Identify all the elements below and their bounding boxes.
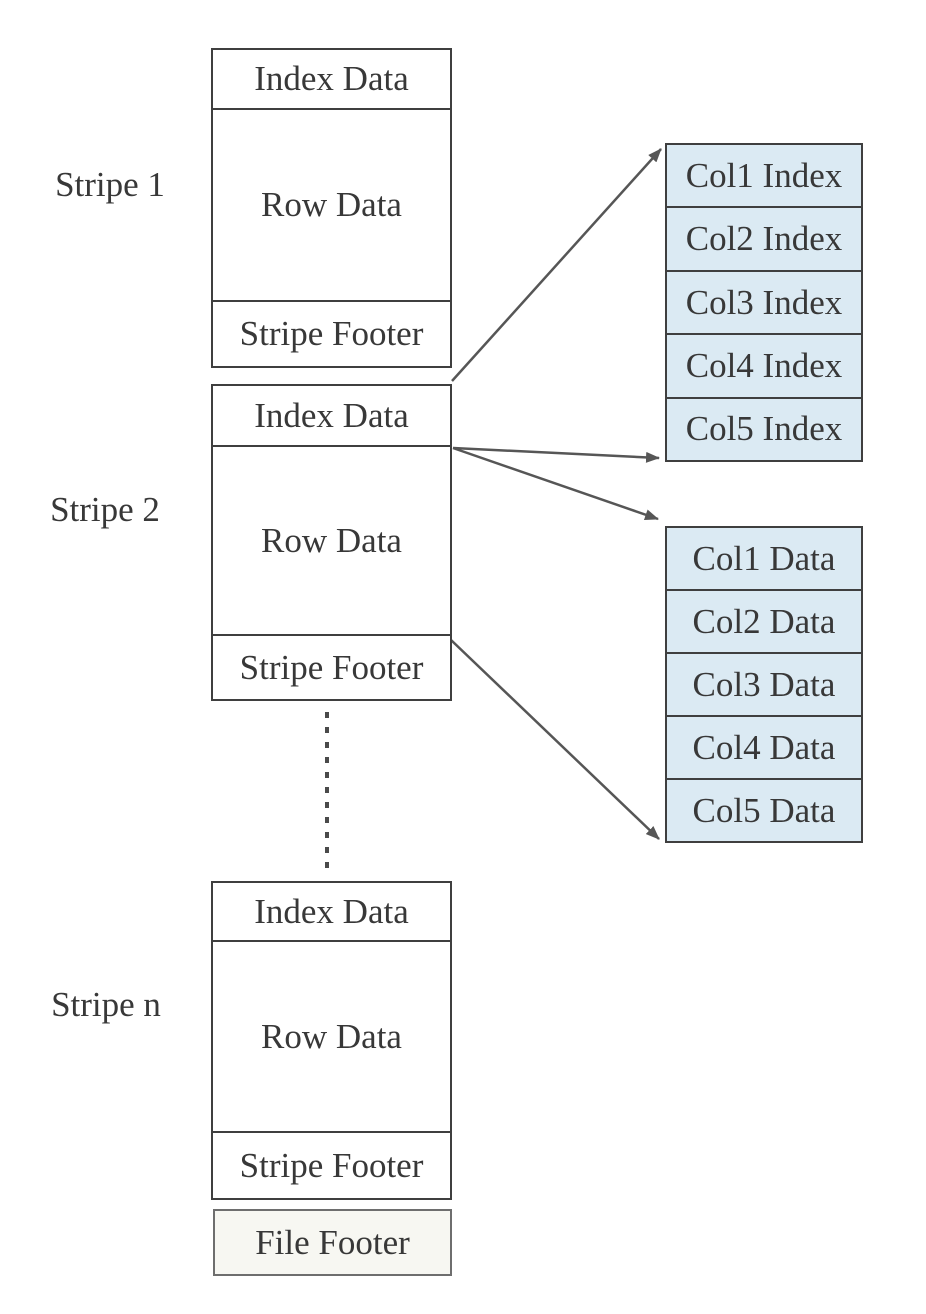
column-index-stack: Col1 Index Col2 Index Col3 Index Col4 In… bbox=[665, 143, 863, 462]
stripe-1-stripe-footer: Stripe Footer bbox=[239, 314, 424, 353]
stripe-1-index-data: Index Data bbox=[213, 50, 450, 110]
col1-data-cell: Col1 Data bbox=[667, 528, 861, 591]
stripe-1-label: Stripe 1 bbox=[55, 165, 165, 204]
arrow-index-to-col-index-stack bbox=[451, 148, 662, 382]
file-footer-box: File Footer bbox=[213, 1209, 452, 1276]
col1-index-cell: Col1 Index bbox=[667, 145, 861, 209]
stripe-2-label: Stripe 2 bbox=[50, 490, 160, 529]
col5-index-cell: Col5 Index bbox=[685, 409, 843, 449]
col3-data-cell: Col3 Data bbox=[667, 654, 861, 717]
stripe-n-index-data: Index Data bbox=[213, 883, 450, 942]
arrow-index-to-col1-data bbox=[452, 446, 659, 521]
stripe-1-box: Index Data Row Data Stripe Footer bbox=[211, 48, 452, 368]
column-data-stack: Col1 Data Col2 Data Col3 Data Col4 Data … bbox=[665, 526, 863, 843]
stripe-2-box: Index Data Row Data Stripe Footer bbox=[211, 384, 452, 701]
col4-data-cell: Col4 Data bbox=[667, 717, 861, 780]
stripe-2-stripe-footer: Stripe Footer bbox=[239, 647, 424, 687]
stripe-2-index-data: Index Data bbox=[213, 386, 450, 447]
stripe-1-row-data: Row Data bbox=[213, 110, 450, 302]
stripe-n-label: Stripe n bbox=[51, 985, 161, 1024]
arrow-index-to-col5-index bbox=[452, 446, 660, 463]
stripe-n-stripe-footer: Stripe Footer bbox=[239, 1145, 424, 1185]
col3-index-cell: Col3 Index bbox=[667, 272, 861, 336]
col5-data-cell: Col5 Data bbox=[692, 790, 836, 830]
stripe-n-row-data: Row Data bbox=[213, 942, 450, 1133]
col2-index-cell: Col2 Index bbox=[667, 208, 861, 272]
stripe-n-box: Index Data Row Data Stripe Footer bbox=[211, 881, 452, 1200]
col2-data-cell: Col2 Data bbox=[667, 591, 861, 654]
arrow-rowdata-to-col5-data bbox=[450, 639, 660, 840]
col4-index-cell: Col4 Index bbox=[667, 335, 861, 399]
stripe-2-row-data: Row Data bbox=[213, 447, 450, 636]
